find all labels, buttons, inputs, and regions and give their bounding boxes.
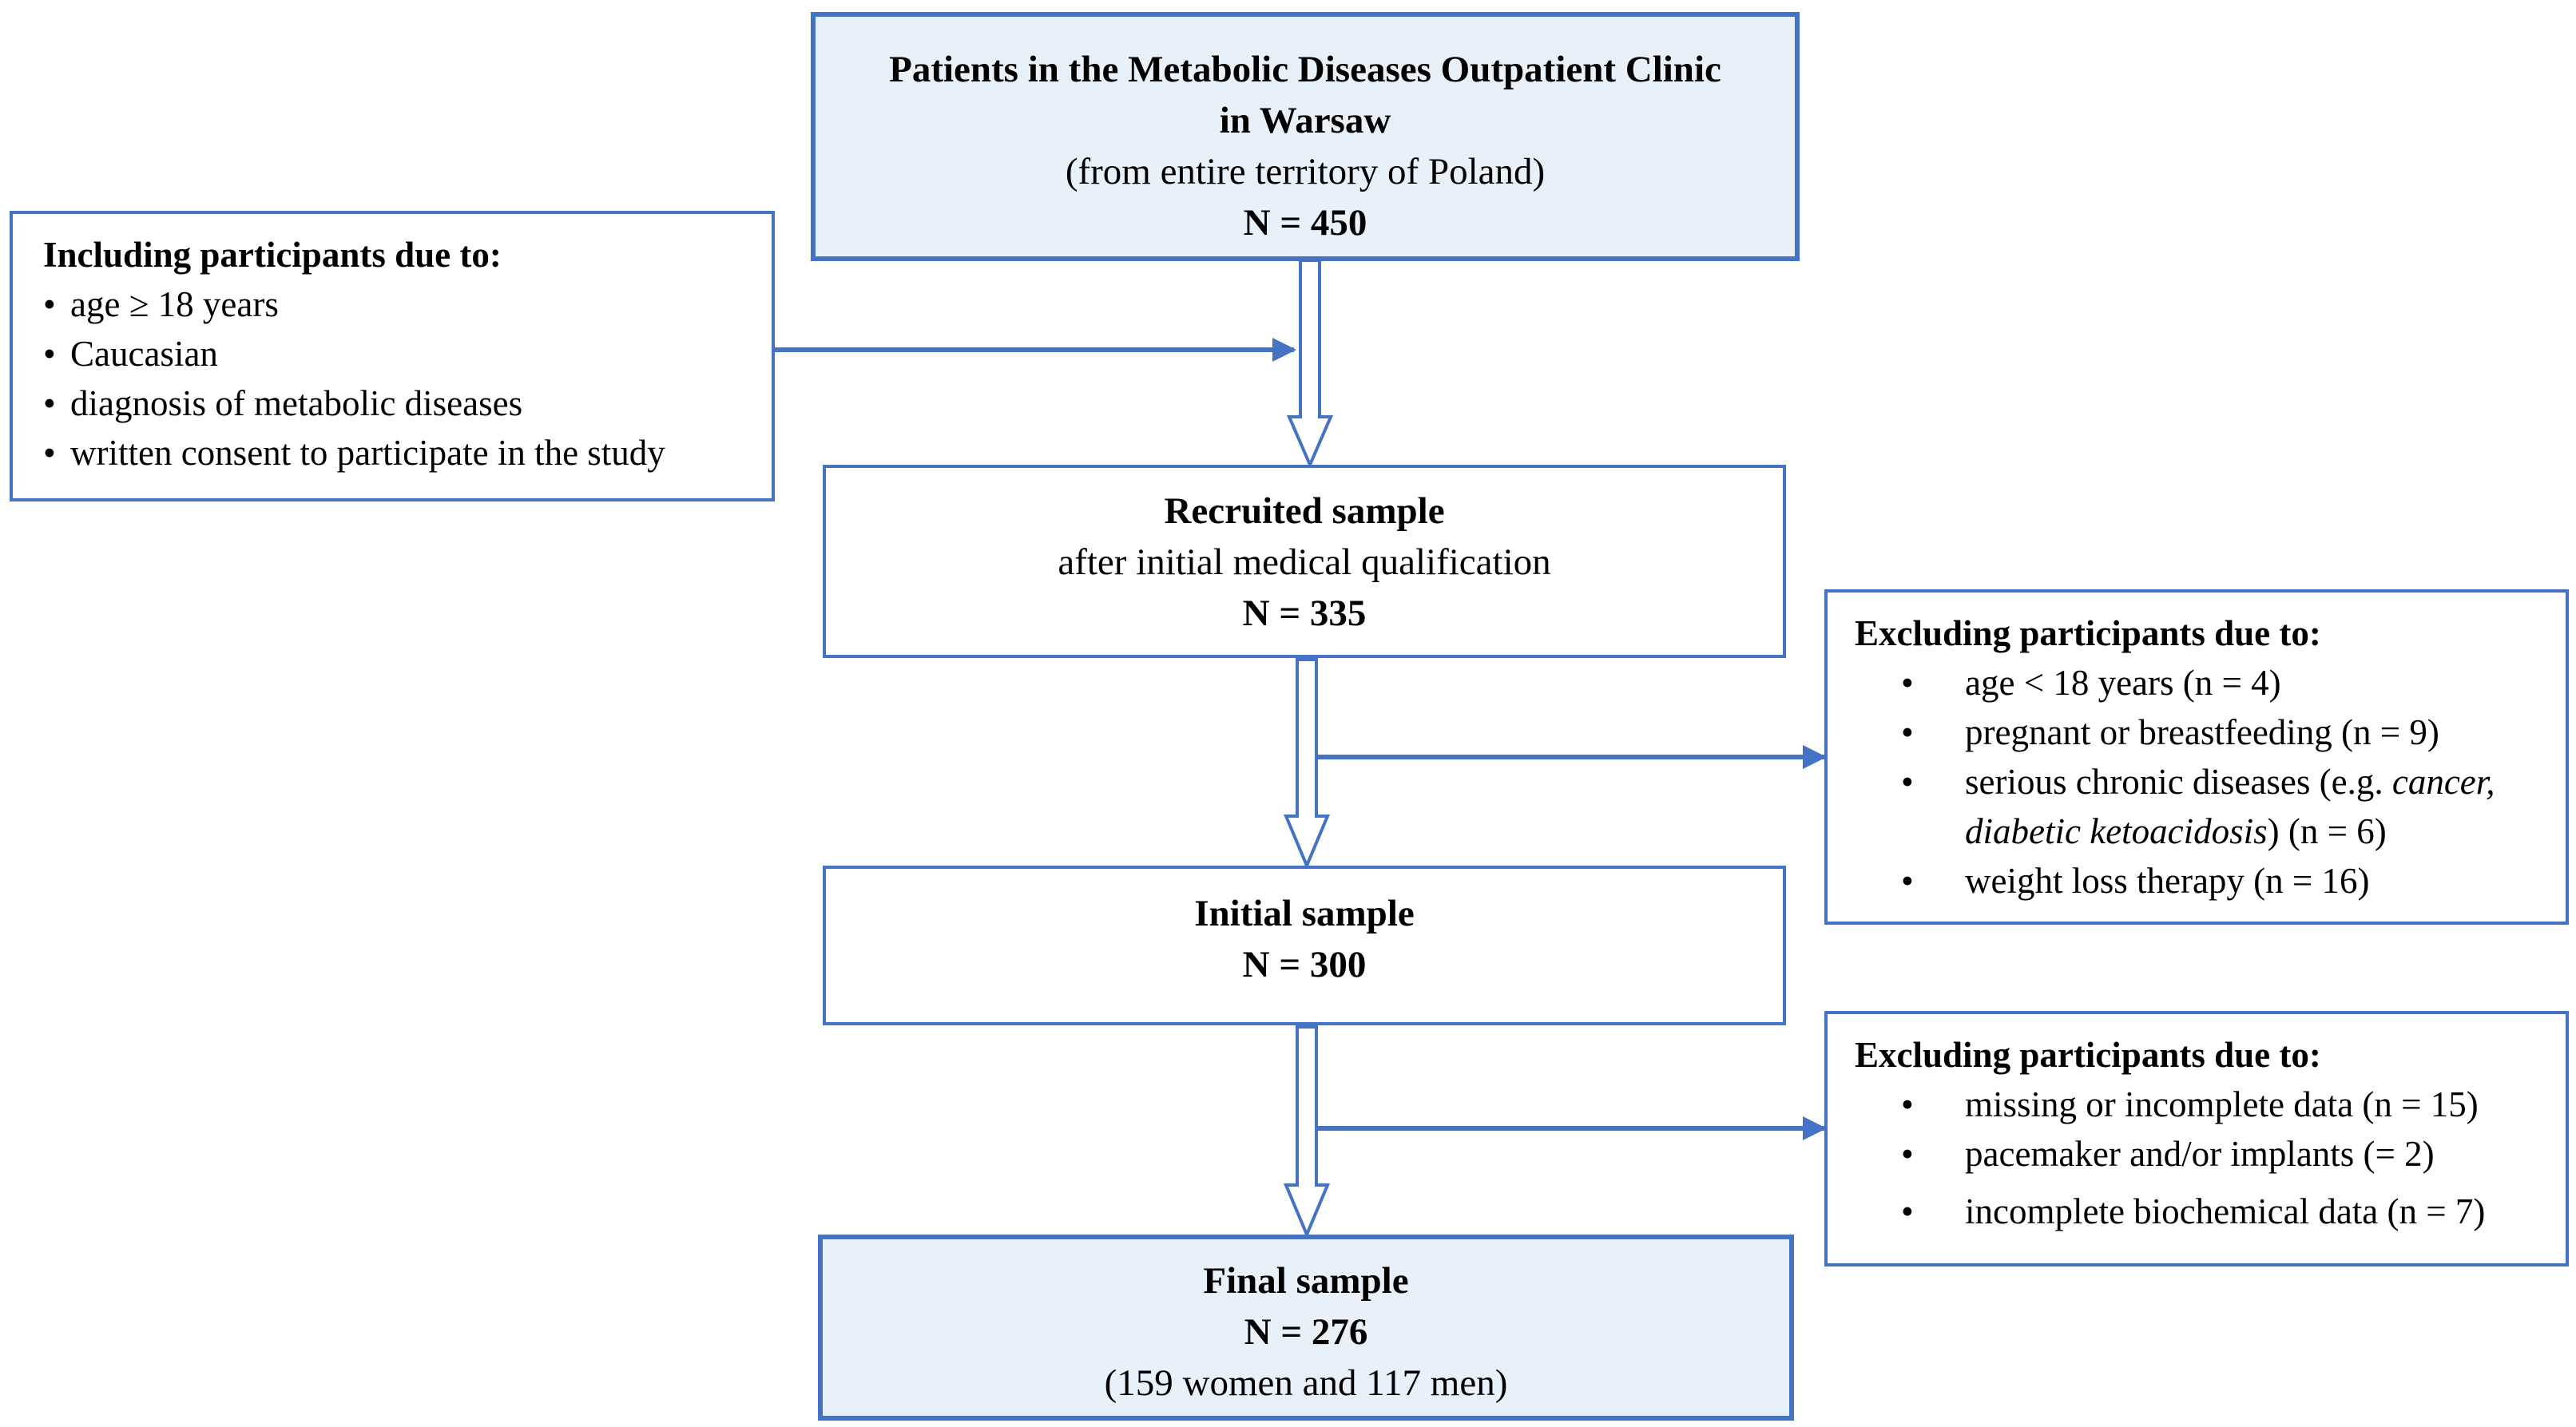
final-subtitle: (159 women and 117 men) bbox=[1104, 1362, 1508, 1404]
list-item: age ≥ 18 years bbox=[43, 279, 772, 329]
list-item: serious chronic diseases (e.g. cancer, d… bbox=[1855, 757, 2566, 856]
excluding-list-2: missing or incomplete data (n = 15) pace… bbox=[1855, 1080, 2566, 1236]
initial-box: Initial sample N = 300 bbox=[823, 866, 1786, 1025]
initial-title: Initial sample bbox=[1194, 893, 1415, 934]
final-box: Final sample N = 276 (159 women and 117 … bbox=[818, 1235, 1794, 1421]
including-box: Including participants due to: age ≥ 18 … bbox=[10, 211, 775, 501]
excluding-list-1: age < 18 years (n = 4) pregnant or breas… bbox=[1855, 658, 2566, 906]
excluding-box-2: Excluding participants due to: missing o… bbox=[1824, 1011, 2569, 1266]
list-item: age < 18 years (n = 4) bbox=[1855, 658, 2566, 708]
list-item: diagnosis of metabolic diseases bbox=[43, 379, 772, 428]
final-title: Final sample bbox=[1203, 1260, 1409, 1302]
recruited-subtitle: after initial medical qualification bbox=[1058, 541, 1551, 583]
list-item: pacemaker and/or implants (= 2) bbox=[1855, 1129, 2566, 1179]
recruited-count: N = 335 bbox=[1242, 593, 1367, 634]
patients-subtitle: (from entire territory of Poland) bbox=[1065, 151, 1546, 192]
item-italic: diabetic ketoacidosis bbox=[1965, 811, 2268, 851]
item-text: serious chronic diseases (e.g. bbox=[1965, 762, 2392, 802]
initial-count: N = 300 bbox=[1242, 944, 1367, 985]
patients-title-line1: Patients in the Metabolic Diseases Outpa… bbox=[889, 49, 1721, 90]
item-italic: cancer, bbox=[2391, 762, 2495, 802]
excluding-title-2: Excluding participants due to: bbox=[1855, 1035, 2321, 1075]
including-list: age ≥ 18 years Caucasian diagnosis of me… bbox=[43, 279, 772, 478]
final-count: N = 276 bbox=[1244, 1311, 1368, 1353]
patients-title-line2: in Warsaw bbox=[1219, 100, 1391, 141]
down-arrow-3 bbox=[1283, 1025, 1331, 1239]
recruited-box: Recruited sample after initial medical q… bbox=[823, 465, 1786, 658]
list-item: Caucasian bbox=[43, 329, 772, 379]
list-item: weight loss therapy (n = 16) bbox=[1855, 856, 2566, 906]
down-arrow-2 bbox=[1283, 658, 1331, 870]
patients-box: Patients in the Metabolic Diseases Outpa… bbox=[811, 12, 1800, 261]
down-arrow-1 bbox=[1286, 259, 1334, 470]
list-item: written consent to participate in the st… bbox=[43, 428, 772, 478]
excluding-title-1: Excluding participants due to: bbox=[1855, 613, 2321, 653]
list-item: incomplete biochemical data (n = 7) bbox=[1855, 1187, 2566, 1236]
list-item: missing or incomplete data (n = 15) bbox=[1855, 1080, 2566, 1129]
including-title: Including participants due to: bbox=[43, 235, 502, 275]
item-text: ) (n = 6) bbox=[2267, 811, 2387, 851]
list-item: pregnant or breastfeeding (n = 9) bbox=[1855, 708, 2566, 757]
patients-count: N = 450 bbox=[1243, 202, 1367, 244]
excluding-box-1: Excluding participants due to: age < 18 … bbox=[1824, 589, 2569, 925]
recruited-title: Recruited sample bbox=[1164, 490, 1445, 532]
